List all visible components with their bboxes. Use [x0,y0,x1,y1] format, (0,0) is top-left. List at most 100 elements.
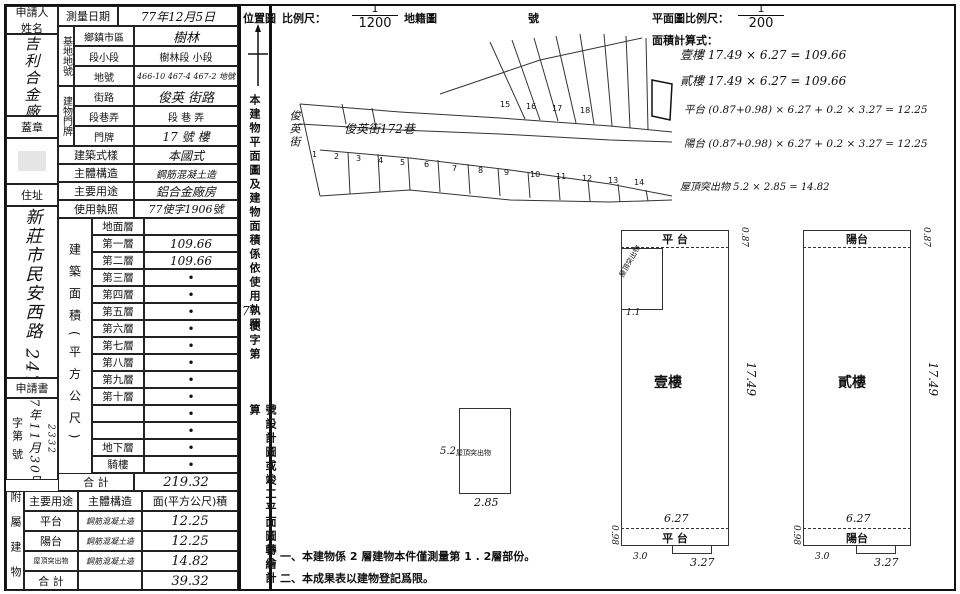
floor-label: 地面層 [92,218,144,235]
location-title: 位置圖 [243,12,276,25]
scale-den: 1200 [358,16,392,31]
annex-use: 屋頂突出物 [24,551,78,571]
cadastral-label: 地籍圖 [404,12,437,25]
parcel-number: 7 [452,164,458,173]
map-side-label: 俊英街 [288,110,301,149]
floor-label: 第三層 [92,269,144,286]
floor-value: • [144,456,238,473]
parcel-number: 1 [312,150,318,159]
first-dim-height: 17.49 [744,361,759,397]
structure-label: 主體構造 [58,164,134,182]
floor-row: 第四層• [92,286,238,303]
structure-value: 鋼筋混凝土造 [134,164,238,182]
parcel-number: 17 [552,104,563,113]
second-step [856,546,896,554]
survey-date-value: 77年12月5日 [118,6,238,26]
annex-total-label: 合 計 [24,571,78,591]
floor-value: • [144,286,238,303]
annex-struct: 鋼筋混凝土造 [78,511,142,531]
first-dim-c: 3.0 [633,552,648,562]
floor-label: 第七層 [92,337,144,354]
annex-use: 平台 [24,511,78,531]
parcel-number: 8 [478,166,484,175]
first-floor-label: 壹樓 [654,375,682,391]
floor-row: 地下層• [92,439,238,456]
use-label: 主要用途 [58,182,134,200]
street-label: 街路 [74,86,134,106]
scale-label: 比例尺： [282,12,326,25]
survey-date-label: 測量日期 [58,6,118,26]
license-label: 使用執照 [58,200,134,218]
floor-label [92,422,144,439]
north-arrow-icon [248,24,268,86]
floor-label: 第八層 [92,354,144,371]
first-dim-a: 0.87 [739,226,750,248]
total-value: 219.32 [134,473,238,491]
annex-area: 12.25 [142,511,238,531]
floor-row: 第九層• [92,371,238,388]
first-floor-plan [621,230,729,546]
floor-row: 騎樓• [92,456,238,473]
annex-head-struct: 主體構造 [78,491,142,511]
annex-area: 12.25 [142,531,238,551]
bldg-door-label: 建物門牌 [58,86,74,146]
area-calc-label: 面積計算式： [652,34,718,47]
floor-row: 第十層• [92,388,238,405]
second-dim-width: 6.27 [846,512,871,525]
calc-line-5: 屋頂突出物 5.2 × 2.85 = 14.82 [680,182,830,193]
floor-row: 第三層• [92,269,238,286]
floor-value: • [144,337,238,354]
floor-row: 地面層 [92,218,238,235]
area-label: 建築面積(平方公尺) [58,218,92,474]
location-license-char: 使字第 [248,320,261,362]
parcel-number: 12 [582,174,593,183]
door-label: 門牌 [74,126,134,146]
floor-label: 第五層 [92,303,144,320]
seal-stamp [18,151,46,171]
calc-line-4: 陽台 (0.87+0.98) × 6.27 + 0.2 × 3.27 = 12.… [684,138,928,150]
floor-label: 第一層 [92,235,144,252]
floor-value: • [144,405,238,422]
floor-row: • [92,422,238,439]
application-label: 申請書 [6,378,58,398]
applicant-name: 吉利合金廠 黃金國 [6,34,58,116]
cadastral-map [299,33,673,203]
first-dim-b: 0.98 [609,524,620,546]
first-terrace-top: 平 台 [621,230,729,248]
seal-label: 蓋章 [6,116,58,138]
lane-value: 段 巷 弄 [134,106,238,126]
parcel-number: 4 [378,156,384,165]
scale-fraction: 1 1200 [352,2,398,31]
floor-value: 109.66 [144,252,238,269]
floor-row: 第五層• [92,303,238,320]
section-label: 段小段 [74,46,134,66]
parcel-number: 5 [400,158,406,167]
first-dim-11: 1.1 [626,308,641,318]
roof-protrusion-plan [459,408,511,494]
district-value: 樹林 [134,26,238,46]
floor-value [144,218,238,235]
plan-scale-label: 平面圖比例尺： [652,12,729,25]
base-label: 基地地號 [58,26,74,86]
parcel-number: 2 [334,152,340,161]
parcel-number: 13 [608,176,619,185]
floor-value: • [144,269,238,286]
floor-row: • [92,405,238,422]
calc-line-3: 平台 (0.87+0.98) × 6.27 + 0.2 × 3.27 = 12.… [684,104,928,116]
second-dim-a: 0.87 [921,226,932,248]
annex-label: 附屬建物 [6,491,24,591]
application-box: 字第 號 77年11月30日 2332 [6,398,58,480]
second-dim-small: 3.27 [874,556,899,569]
use-value: 鋁合金廠房 [134,182,238,200]
annex-struct: 鋼筋混凝土造 [78,531,142,551]
annex-head-use: 主要用途 [24,491,78,511]
floor-value: • [144,320,238,337]
second-balcony-bottom: 陽台 [803,528,911,546]
floor-label [92,405,144,422]
annex-total-value: 39.32 [142,571,238,591]
second-balcony-top: 陽台 [803,230,911,248]
calc-line-2: 貳樓 17.49 × 6.27 = 109.66 [680,74,847,88]
second-dim-b: 0.98 [791,524,802,546]
annex-head-area: 面(平方公尺)積 [142,491,238,511]
second-dim-height: 17.49 [926,361,941,397]
